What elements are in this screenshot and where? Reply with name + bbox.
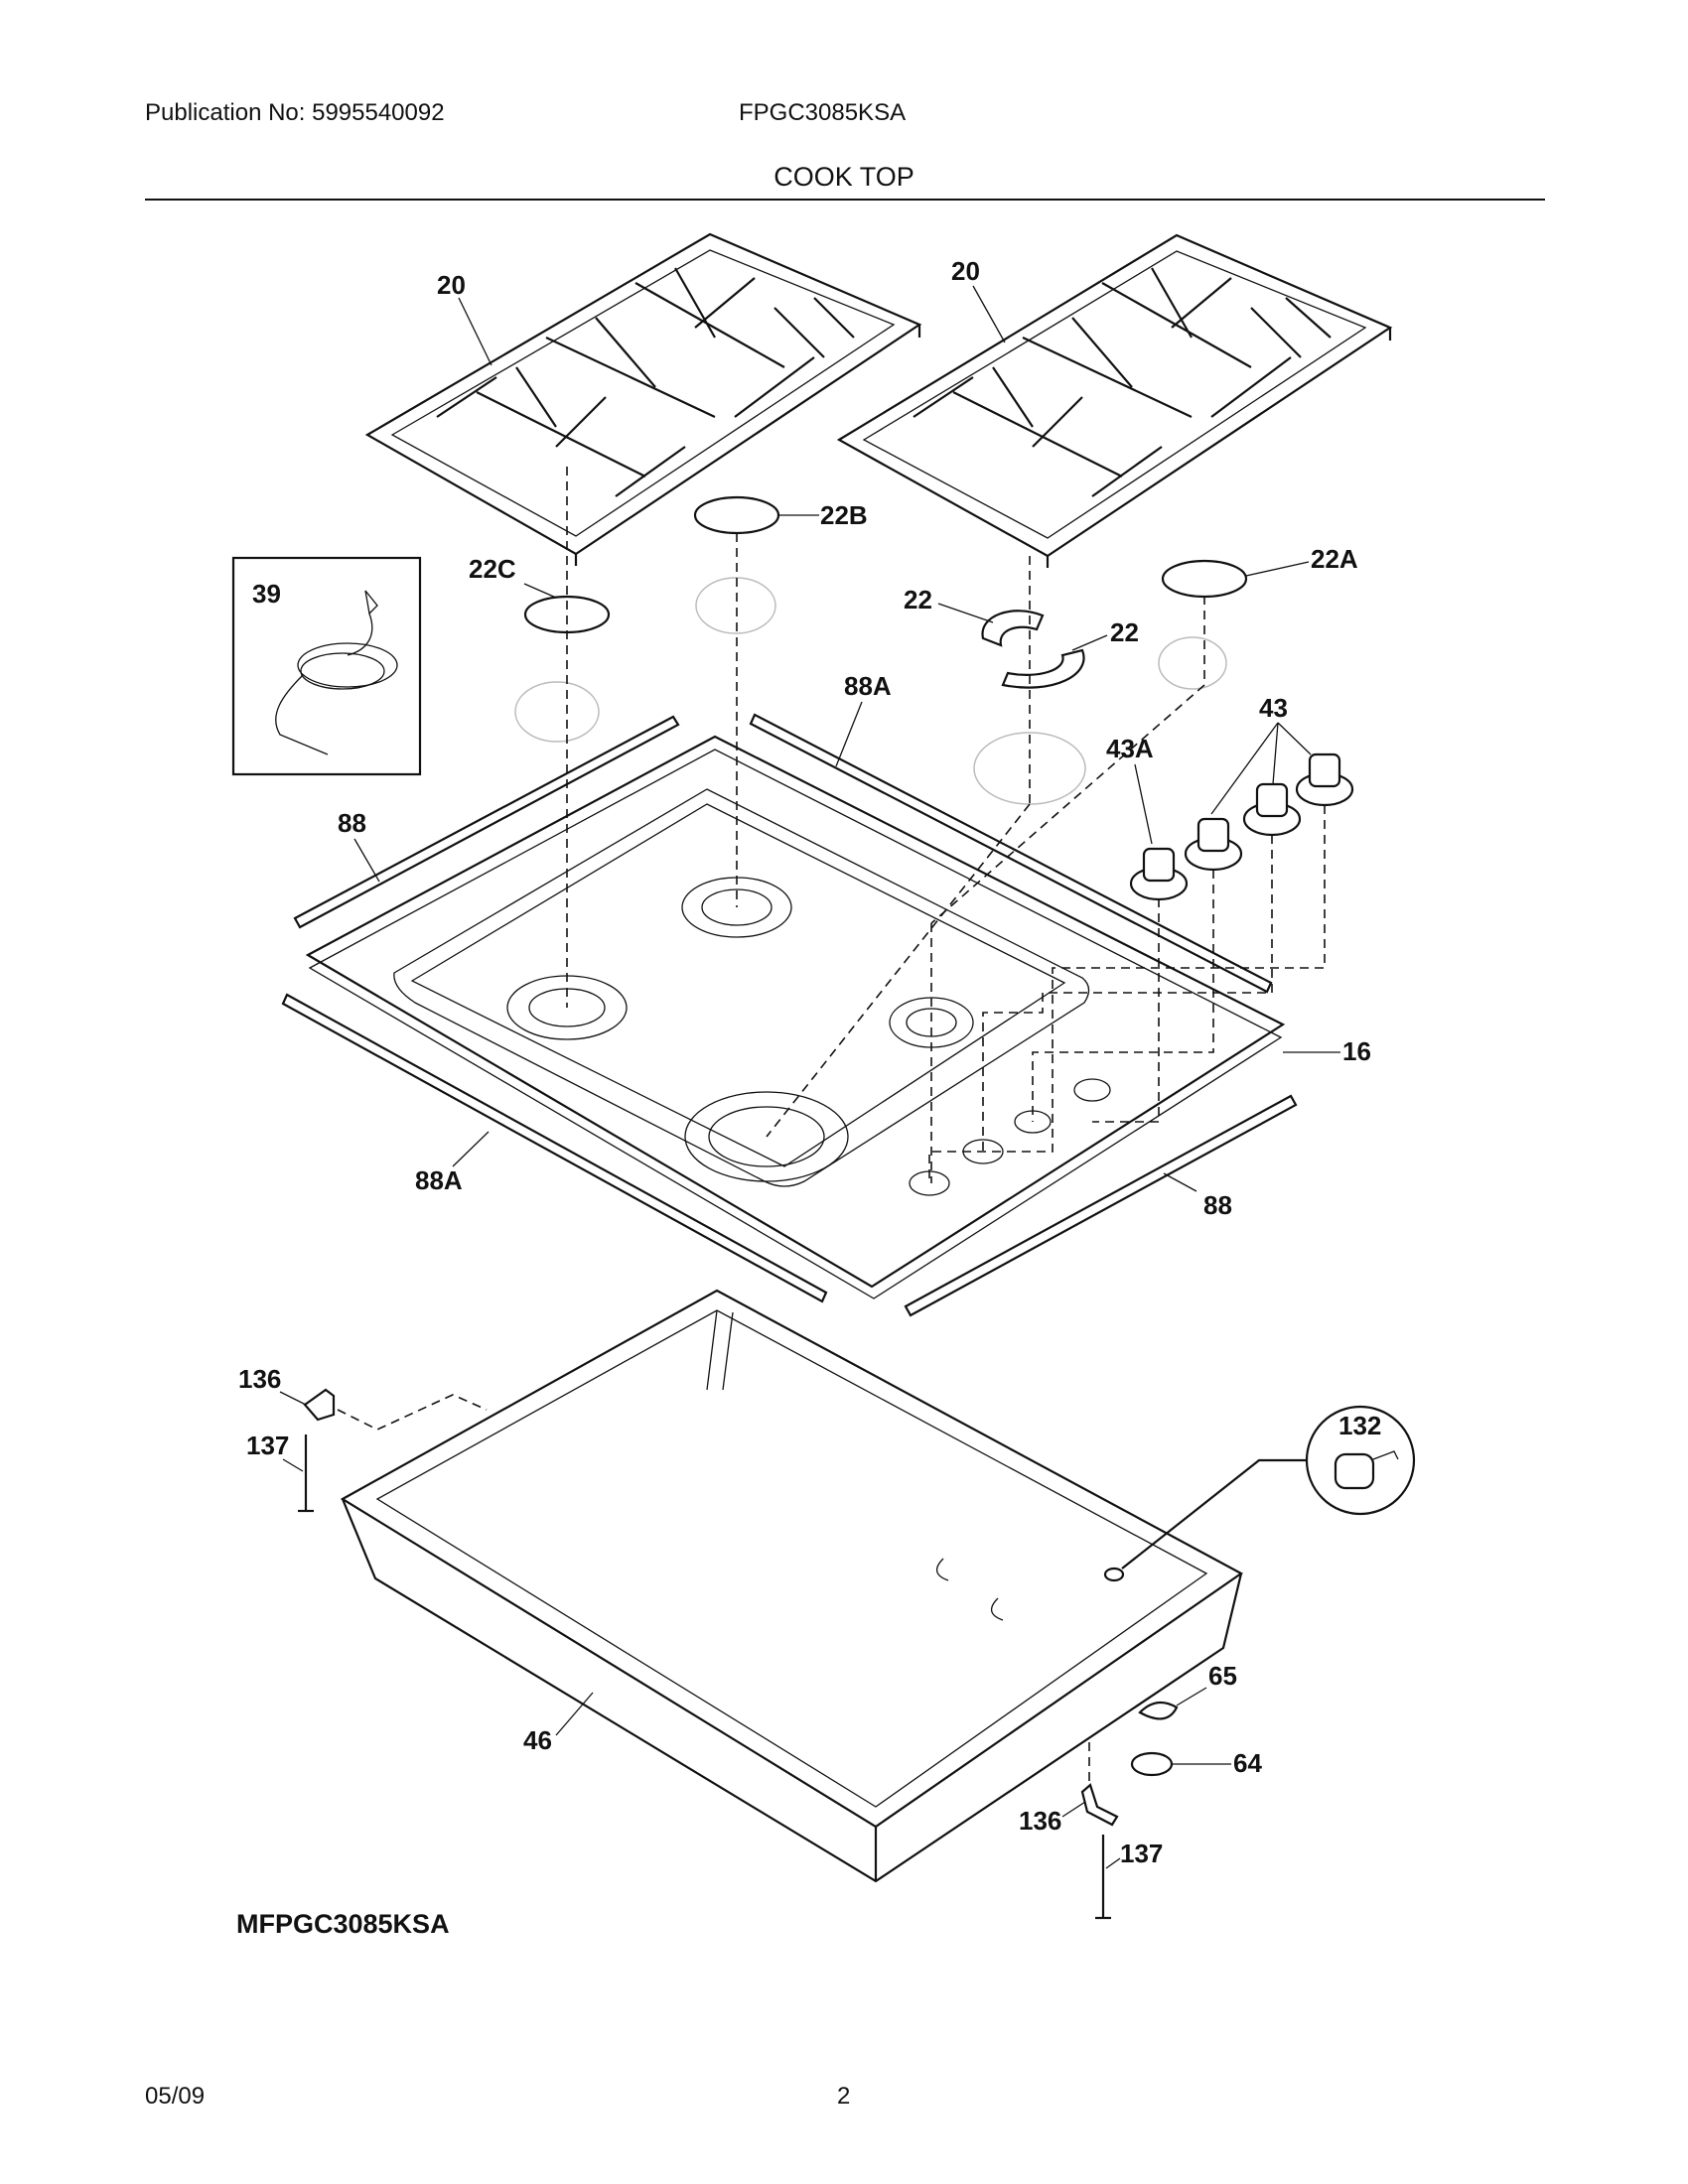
leader-88a-bottom	[452, 1131, 490, 1167]
callout-43: 43	[1259, 693, 1288, 723]
leader-137-left	[282, 1458, 304, 1472]
leader-43a	[1134, 763, 1153, 845]
leader-136-left	[279, 1391, 307, 1406]
callout-16: 16	[1342, 1036, 1371, 1066]
leader-88a-top	[835, 701, 863, 767]
section-title: COOK TOP	[774, 162, 914, 192]
callout-22a: 22A	[1311, 544, 1358, 574]
trim-88-left	[293, 715, 680, 929]
callout-39: 39	[252, 579, 281, 609]
cap-132-illustration	[1334, 1450, 1399, 1490]
burner-cap-22-upper-half	[981, 610, 1045, 647]
screw-137-right	[1095, 1835, 1111, 1920]
callout-132: 132	[1338, 1411, 1381, 1440]
page-number: 2	[837, 2083, 851, 2110]
bracket-136-left-alignment	[337, 1394, 488, 1431]
leader-88-right	[1163, 1172, 1197, 1192]
footer-date: 05/09	[145, 2083, 206, 2110]
leader-43	[1210, 722, 1312, 815]
leader-137-right	[1105, 1857, 1121, 1869]
callout-88a-top: 88A	[844, 671, 892, 701]
callout-88a-bottom: 88A	[415, 1165, 463, 1195]
trim-88-right	[904, 1094, 1298, 1317]
callout-88-left: 88	[338, 808, 366, 838]
burner-cap-22b	[693, 495, 780, 535]
callout-43a: 43A	[1106, 734, 1154, 763]
part-64	[1130, 1751, 1174, 1777]
leader-20-right	[972, 285, 1006, 343]
bracket-136-left	[303, 1388, 336, 1422]
knobs	[1129, 752, 1354, 901]
part-65	[1138, 1701, 1179, 1720]
leader-20-left	[458, 297, 492, 366]
burner-box	[340, 1289, 1244, 1883]
leader-22c	[523, 583, 557, 599]
callout-22-upper: 22	[904, 585, 932, 614]
callout-64: 64	[1233, 1748, 1262, 1778]
grate-right	[836, 233, 1393, 568]
burner-cap-22-lower-half	[1001, 648, 1085, 689]
header-rule	[145, 199, 1545, 201]
leader-132	[1121, 1458, 1307, 1570]
leader-22a	[1245, 561, 1310, 577]
callout-22b: 22B	[820, 500, 868, 530]
callout-22-lower: 22	[1110, 617, 1139, 647]
leader-65	[1176, 1687, 1207, 1706]
leader-46	[555, 1692, 594, 1736]
burner-cap-22a	[1161, 559, 1248, 599]
cap-132-location	[1103, 1567, 1125, 1582]
callout-65: 65	[1208, 1661, 1237, 1691]
diagram-code: MFPGC3085KSA	[236, 1909, 450, 1939]
screw-137-left	[298, 1434, 314, 1513]
callout-22c: 22C	[469, 554, 516, 584]
power-cord-inset	[231, 556, 422, 776]
cooktop-panel	[305, 735, 1286, 1299]
callout-46: 46	[523, 1725, 552, 1755]
publication-number: Publication No: 5995540092	[145, 99, 445, 126]
leader-136-right	[1061, 1801, 1086, 1818]
bracket-136-right	[1080, 1783, 1119, 1827]
trim-88a-bottom	[281, 993, 828, 1303]
grate-left	[364, 232, 922, 566]
callout-136-left: 136	[238, 1364, 281, 1394]
callout-20-left: 20	[437, 270, 466, 300]
leader-22-upper	[937, 603, 994, 623]
leader-22-lower	[1071, 634, 1108, 651]
callout-88-right: 88	[1203, 1190, 1232, 1220]
callout-137-left: 137	[246, 1431, 289, 1460]
callout-136-right: 136	[1019, 1806, 1061, 1836]
leader-88-left	[353, 838, 380, 883]
power-cord-illustration	[275, 590, 398, 755]
alignment-lines	[566, 467, 1326, 1183]
model-number: FPGC3085KSA	[739, 99, 907, 126]
callout-137-right: 137	[1120, 1839, 1163, 1868]
callout-20-right: 20	[951, 256, 980, 286]
